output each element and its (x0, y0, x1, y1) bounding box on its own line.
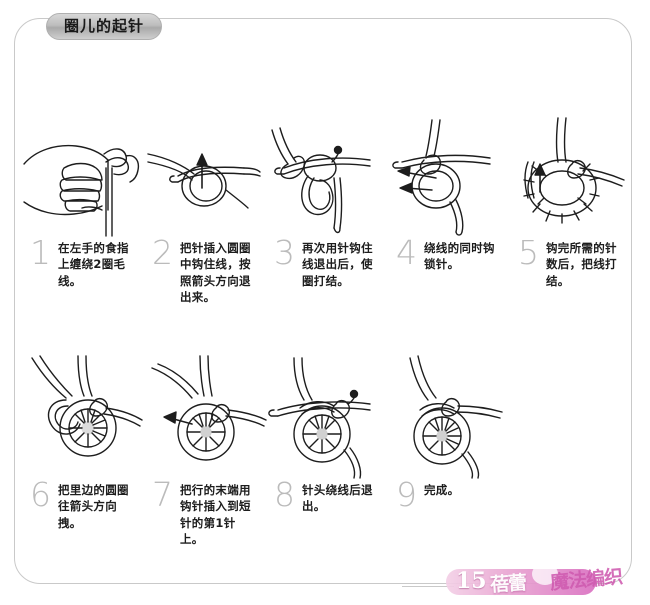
section-title-badge: 圈儿的起针 (46, 13, 163, 40)
steps-row-1: 1 在左手的食指上缠绕2圈毛线。 (22, 110, 632, 305)
page-number: 15 (456, 568, 487, 594)
step-number: 4 (396, 233, 417, 272)
step-text: 针头绕线后退出。 (302, 483, 373, 514)
step-8: 8 针头绕线后退出。 (266, 352, 388, 547)
caption-step-4: 4 绕线的同时钩锁针。 (388, 233, 510, 273)
step-text: 在左手的食指上缠绕2圈毛线。 (58, 241, 129, 288)
step-text: 再次用针钩住线退出后，使圈打结。 (302, 241, 373, 288)
step-text: 绕线的同时钩锁针。 (424, 241, 495, 272)
figure-hand-wrapping-yarn (22, 110, 144, 238)
caption-step-6: 6 把里边的圆圈往箭头方向拽。 (22, 475, 144, 531)
step-number: 3 (274, 233, 295, 272)
watermark-pink-text: 蓓蕾 (489, 571, 527, 597)
figure-yarn-over-pull-out (266, 352, 388, 480)
step-number: 9 (396, 475, 417, 514)
step-3: 3 再次用针钩住线退出后，使圈打结。 (266, 110, 388, 305)
watermark-group: 15 蓓蕾 魔法编织 (402, 559, 642, 603)
step-number: 6 (30, 475, 51, 514)
page-number-pill (446, 569, 596, 595)
figure-hook-into-first-stitch (144, 352, 267, 480)
steps-row-2: 6 把里边的圆圈往箭头方向拽。 (22, 352, 632, 547)
step-number: 8 (274, 475, 295, 514)
page-title: 圈儿的起针 (64, 17, 145, 35)
step-4: 4 绕线的同时钩锁针。 (388, 110, 510, 305)
step-1: 1 在左手的食指上缠绕2圈毛线。 (22, 110, 144, 305)
step-7: 7 把行的末端用钩针插入到短针的第1针上。 (144, 352, 267, 547)
figure-ring-of-stitches (510, 110, 632, 238)
step-text: 完成。 (424, 483, 460, 497)
step-text: 钩完所需的针数后，把线打结。 (546, 241, 617, 288)
caption-step-5: 5 钩完所需的针数后，把线打结。 (510, 233, 632, 289)
step-9: 9 完成。 (388, 352, 510, 547)
step-number: 7 (152, 475, 173, 514)
step-number: 5 (518, 233, 539, 272)
figure-tighten-inner-ring (22, 352, 144, 480)
step-number: 1 (30, 233, 51, 272)
step-2: 2 把针插入圆圈中钩住线，按照箭头方向退出来。 (144, 110, 266, 305)
step-number: 2 (152, 233, 173, 272)
watermark-decor-icon (532, 563, 558, 585)
step-text: 把里边的圆圈往箭头方向拽。 (58, 483, 129, 530)
figure-finished-ring (388, 352, 510, 480)
step-6: 6 把里边的圆圈往箭头方向拽。 (22, 352, 144, 547)
content-frame (14, 18, 632, 584)
figure-chain-stitch-ring (388, 110, 510, 238)
caption-step-7: 7 把行的末端用钩针插入到短针的第1针上。 (144, 475, 266, 547)
caption-step-1: 1 在左手的食指上缠绕2圈毛线。 (22, 233, 144, 289)
step-text: 把针插入圆圈中钩住线，按照箭头方向退出来。 (180, 241, 251, 304)
watermark-rule (402, 586, 454, 587)
figure-pull-through-knot (266, 110, 388, 238)
watermark-brand-text: 魔法编织 (549, 565, 623, 595)
figure-hook-into-loop (144, 110, 266, 238)
caption-step-8: 8 针头绕线后退出。 (266, 475, 388, 515)
step-text: 把行的末端用钩针插入到短针的第1针上。 (180, 483, 251, 546)
caption-step-2: 2 把针插入圆圈中钩住线，按照箭头方向退出来。 (144, 233, 266, 305)
caption-step-9: 9 完成。 (388, 475, 510, 514)
step-5: 5 钩完所需的针数后，把线打结。 (510, 110, 632, 305)
caption-step-3: 3 再次用针钩住线退出后，使圈打结。 (266, 233, 388, 289)
